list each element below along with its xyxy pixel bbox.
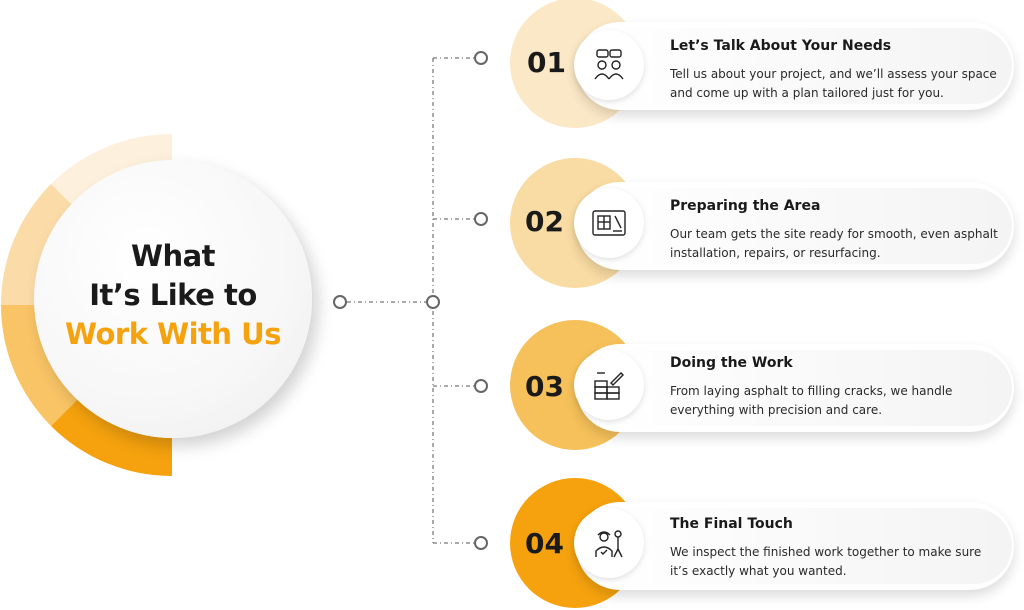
step-4-number: 04 — [525, 527, 564, 560]
step-1-icon-badge — [574, 30, 644, 100]
step-2-description: Our team gets the site ready for smooth,… — [670, 227, 998, 260]
hub-title-line3: Work With Us — [65, 317, 281, 351]
hub-circle — [34, 160, 312, 438]
hub-node — [333, 295, 347, 309]
step-1-title: Let’s Talk About Your Needs — [670, 38, 892, 54]
step-2-icon-badge — [574, 188, 644, 258]
blueprint-icon — [580, 194, 638, 252]
step-2-card-inner — [592, 188, 1012, 264]
step-4-icon-badge — [574, 508, 644, 578]
step-3-description: From laying asphalt to filling cracks, w… — [670, 384, 953, 417]
hub-title-line1: What — [130, 239, 216, 273]
step-3-title: Doing the Work — [670, 355, 793, 371]
step-4-node — [474, 536, 488, 550]
step-1-description: Tell us about your project, and we’ll as… — [670, 67, 997, 100]
step-4-card-inner — [592, 508, 1012, 584]
inspector-icon — [580, 514, 638, 572]
step-3-number: 03 — [525, 370, 564, 403]
brick-trowel-icon — [580, 356, 638, 414]
step-4-description: We inspect the finished work together to… — [670, 545, 982, 578]
consultation-icon — [580, 36, 638, 94]
step-1-card-inner — [592, 28, 1012, 104]
step-2-title: Preparing the Area — [670, 198, 821, 214]
step-1-node — [474, 51, 488, 65]
hub-title-line2: It’s Like to — [89, 278, 257, 312]
step-3-node — [474, 379, 488, 393]
step-4-title: The Final Touch — [670, 516, 793, 532]
junction-node — [426, 295, 440, 309]
step-2-number: 02 — [525, 205, 564, 238]
step-3-card-inner — [592, 350, 1012, 426]
step-1-number: 01 — [527, 46, 566, 79]
step-2-node — [474, 212, 488, 226]
step-3-icon-badge — [574, 350, 644, 420]
